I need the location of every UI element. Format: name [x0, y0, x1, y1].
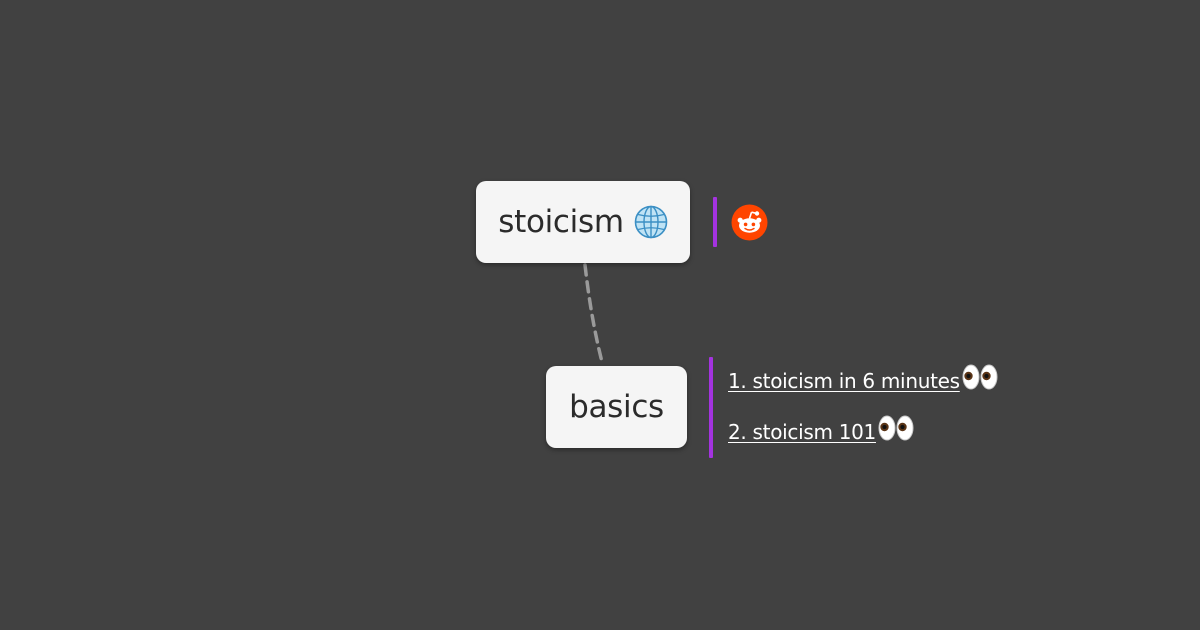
reddit-icon[interactable]	[731, 204, 768, 241]
link-stoicism-101[interactable]: 2. stoicism 101	[728, 420, 876, 444]
eyes-icon	[962, 364, 998, 390]
root-node[interactable]: stoicism	[476, 181, 690, 263]
link-item-2: 2. stoicism 101	[728, 415, 914, 444]
root-node-label: stoicism	[498, 204, 624, 240]
root-note-bar	[713, 197, 717, 247]
globe-icon	[634, 205, 668, 239]
basics-note-bar	[709, 357, 713, 458]
link-stoicism-in-6-minutes[interactable]: 1. stoicism in 6 minutes	[728, 369, 960, 393]
link-item-1: 1. stoicism in 6 minutes	[728, 364, 998, 393]
basics-node[interactable]: basics	[546, 366, 687, 448]
basics-node-label: basics	[569, 389, 664, 425]
eyes-icon	[878, 415, 914, 441]
